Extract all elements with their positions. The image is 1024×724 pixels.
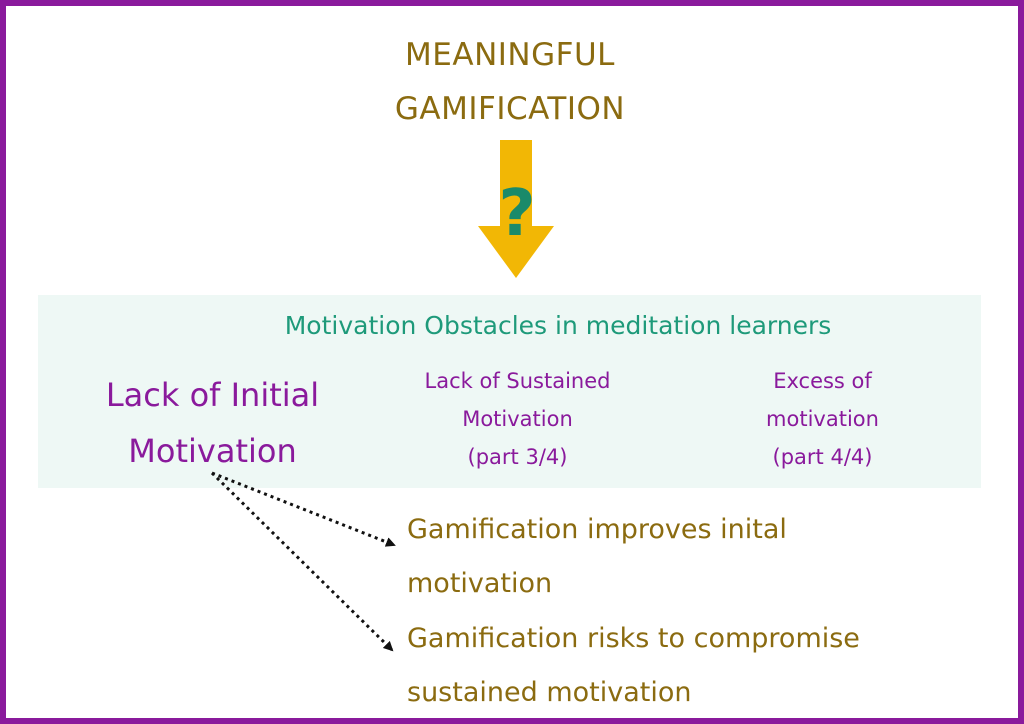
outcome-2-line-2: sustained motivation bbox=[407, 677, 692, 708]
outcome-2-line-1: Gamification risks to compromise bbox=[407, 623, 860, 654]
obstacle-sustained-line-2: Motivation bbox=[462, 407, 573, 431]
outcome-1-line-2: motivation bbox=[407, 568, 553, 599]
obstacle-excess-motivation: Excess of motivation (part 4/4) bbox=[740, 362, 905, 476]
outcome-1-line-1: Gamification improves inital bbox=[407, 514, 787, 545]
connector-arrow-2 bbox=[210, 471, 394, 652]
obstacle-initial-motivation: Lack of Initial Motivation bbox=[80, 367, 345, 479]
outcome-improves-initial: Gamification improves inital motivation bbox=[407, 503, 967, 611]
down-arrow-icon bbox=[478, 140, 554, 278]
obstacles-heading: Motivation Obstacles in meditation learn… bbox=[284, 311, 832, 340]
obstacle-sustained-motivation: Lack of Sustained Motivation (part 3/4) bbox=[395, 362, 640, 476]
obstacle-sustained-line-1: Lack of Sustained bbox=[424, 369, 611, 393]
obstacle-initial-line-1: Lack of Initial bbox=[105, 376, 320, 414]
obstacle-excess-line-1: Excess of bbox=[773, 369, 872, 393]
outcome-compromise-sustained: Gamification risks to compromise sustain… bbox=[407, 612, 967, 720]
diagram-title: MEANINGFUL GAMIFICATION bbox=[330, 28, 690, 136]
obstacle-initial-line-2: Motivation bbox=[128, 432, 297, 470]
connector-arrow-1 bbox=[211, 471, 396, 547]
title-line-1: MEANINGFUL bbox=[405, 37, 615, 73]
question-mark-icon: ? bbox=[498, 177, 535, 251]
obstacle-excess-line-3: (part 4/4) bbox=[772, 445, 873, 469]
obstacle-excess-line-2: motivation bbox=[766, 407, 879, 431]
obstacles-panel bbox=[38, 295, 981, 488]
title-line-2: GAMIFICATION bbox=[394, 91, 626, 127]
obstacle-sustained-line-3: (part 3/4) bbox=[467, 445, 568, 469]
